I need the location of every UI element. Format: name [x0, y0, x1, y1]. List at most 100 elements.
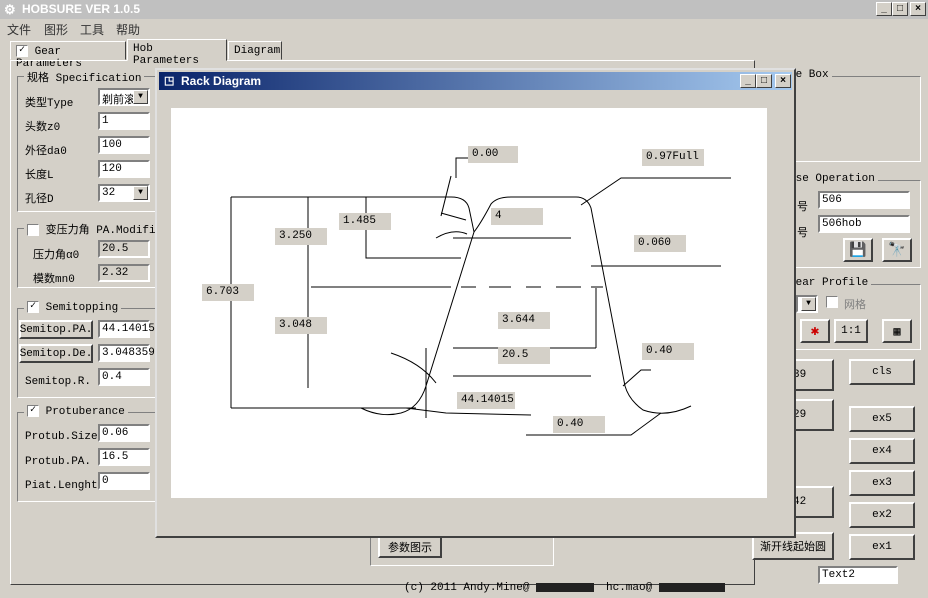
rack-diagram-dialog: ◳ Rack Diagram _ □ ×: [155, 68, 796, 538]
label-205: 20.5: [498, 347, 550, 364]
tab-hob-parameters-label: Hob Parameters: [133, 43, 200, 67]
gear-profile-select[interactable]: ▼: [796, 295, 818, 313]
rack-diagram-canvas: 0.00 0.97Full 1.485 3.250 4 0.060 6.703 …: [171, 108, 767, 498]
label-3048: 3.048: [275, 317, 327, 334]
search-button[interactable]: 🔭: [882, 238, 912, 262]
protub-size-input[interactable]: 0.06: [98, 424, 150, 442]
da0-input[interactable]: 100: [98, 136, 150, 154]
type-label: 类型Type: [25, 98, 74, 110]
protub-pa-label: Protub.PA.: [25, 456, 92, 468]
tab-hob-parameters[interactable]: Hob Parameters: [127, 39, 227, 67]
pa-modify-title: 变压力角 PA.Modifi.: [24, 221, 166, 237]
app-title: HOBSURE VER 1.0.5: [22, 2, 141, 16]
label-1485: 1.485: [339, 213, 391, 230]
module-label: 模数mn0: [33, 274, 75, 286]
text2-input[interactable]: Text2: [818, 566, 898, 584]
gear-profile-title: Gear Profile: [786, 277, 872, 289]
save-icon: 💾: [849, 242, 867, 259]
database-operation-title: ase Operation: [786, 173, 878, 185]
tab-diagram-label: Diagram: [234, 45, 281, 57]
pa-modify-checkbox[interactable]: [27, 224, 39, 237]
ex4-button[interactable]: ex4: [849, 438, 915, 464]
ex5-button[interactable]: ex5: [849, 406, 915, 432]
piat-length-label: Piat.Lenght: [25, 480, 98, 492]
footer-copyright: (c) 2011 Andy.Mine@: [404, 582, 595, 594]
zoom-button[interactable]: ✱: [800, 319, 830, 343]
app-gear-icon: ⚙: [4, 2, 16, 17]
pressure-angle-label: 压力角α0: [33, 250, 80, 262]
redacted-block: [658, 582, 725, 592]
save-button[interactable]: 💾: [843, 238, 873, 262]
length-input[interactable]: 120: [98, 160, 150, 178]
label-0060: 0.060: [634, 235, 686, 252]
footer-email: hc.mao@: [606, 582, 725, 594]
cls-button[interactable]: cls: [849, 359, 915, 385]
semitopping-checkbox[interactable]: ✓: [27, 301, 39, 313]
code2-input[interactable]: 506hob: [818, 215, 910, 233]
length-label: 长度L: [25, 170, 54, 182]
semitop-de-input[interactable]: 3.048359: [98, 344, 155, 362]
bore-select[interactable]: 32 ▼: [98, 184, 150, 202]
grid-label: 网格: [844, 300, 866, 312]
label-4: 4: [491, 208, 543, 225]
grid-checkbox[interactable]: [826, 296, 838, 308]
code2-label: 号: [797, 228, 808, 240]
rack-profile-drawing: [230, 157, 731, 436]
protuberance-checkbox[interactable]: ✓: [27, 405, 39, 417]
ex1-button[interactable]: ex1: [849, 534, 915, 560]
protuberance-group: ✓ Protuberance: [17, 405, 169, 502]
z0-input[interactable]: 1: [98, 112, 150, 130]
menu-help[interactable]: 帮助: [116, 23, 141, 37]
ex2-button[interactable]: ex2: [849, 502, 915, 528]
label-4414015: 44.14015: [457, 392, 515, 409]
dialog-maximize-button[interactable]: □: [756, 74, 772, 88]
label-6703: 6.703: [202, 284, 254, 301]
semitop-de-button[interactable]: Semitop.De.: [19, 344, 93, 363]
bore-label: 孔径D: [25, 194, 54, 206]
piat-length-input[interactable]: 0: [98, 472, 150, 490]
maximize-button[interactable]: □: [892, 2, 908, 16]
image-button[interactable]: ▦: [882, 319, 912, 343]
code1-label: 号: [797, 202, 808, 214]
chevron-down-icon[interactable]: ▼: [133, 186, 148, 200]
gear-params-checkbox[interactable]: ✓: [16, 45, 28, 57]
chevron-down-icon[interactable]: ▼: [133, 90, 148, 104]
label-040-bottom: 0.40: [553, 416, 605, 433]
semitop-pa-button[interactable]: Semitop.PA.: [19, 320, 93, 339]
semitop-r-input[interactable]: 0.4: [98, 368, 150, 386]
menu-graphics[interactable]: 图形: [44, 23, 69, 37]
param-diagram-button[interactable]: 参数图示: [378, 536, 442, 558]
pressure-angle-input[interactable]: 20.5: [98, 240, 150, 258]
module-input[interactable]: 2.32: [98, 264, 150, 282]
chevron-down-icon[interactable]: ▼: [801, 297, 816, 311]
tab-diagram[interactable]: Diagram: [228, 41, 282, 60]
gear-profile-icon: ✱: [810, 323, 820, 340]
semitop-pa-input[interactable]: 44.14015: [98, 320, 155, 338]
specification-title: 规格 Specification: [24, 69, 145, 85]
tab-gear-parameters[interactable]: ✓ Gear Parameters: [10, 41, 126, 70]
label-097-full: 0.97Full: [642, 149, 704, 166]
close-button[interactable]: ×: [910, 2, 926, 16]
label-3250: 3.250: [275, 228, 327, 245]
da0-label: 外径da0: [25, 146, 67, 158]
dialog-minimize-button[interactable]: _: [740, 74, 756, 88]
menu-file[interactable]: 文件: [7, 23, 32, 37]
dialog-close-button[interactable]: ×: [775, 74, 791, 88]
window-icon: ◳: [164, 75, 175, 87]
ratio-button[interactable]: 1:1: [834, 319, 868, 343]
minimize-button[interactable]: _: [876, 2, 892, 16]
gear-profile-group: Gear Profile: [785, 277, 921, 350]
menu-bar: 文件 图形 工具 帮助: [0, 19, 928, 38]
ex3-button[interactable]: ex3: [849, 470, 915, 496]
protub-pa-input[interactable]: 16.5: [98, 448, 150, 466]
code1-input[interactable]: 506: [818, 191, 910, 209]
right-box-title: ge Box: [786, 69, 832, 81]
dialog-titlebar[interactable]: ◳ Rack Diagram _ □ ×: [159, 72, 792, 90]
binoculars-icon: 🔭: [888, 242, 906, 259]
protuberance-title: ✓ Protuberance: [24, 405, 128, 418]
semitop-r-label: Semitop.R.: [25, 376, 92, 388]
type-select[interactable]: 剃前滚 ▼: [98, 88, 150, 107]
app-titlebar: ⚙ HOBSURE VER 1.0.5 _ □ ×: [0, 0, 928, 19]
menu-tools[interactable]: 工具: [80, 23, 105, 37]
label-3644: 3.644: [498, 312, 550, 329]
